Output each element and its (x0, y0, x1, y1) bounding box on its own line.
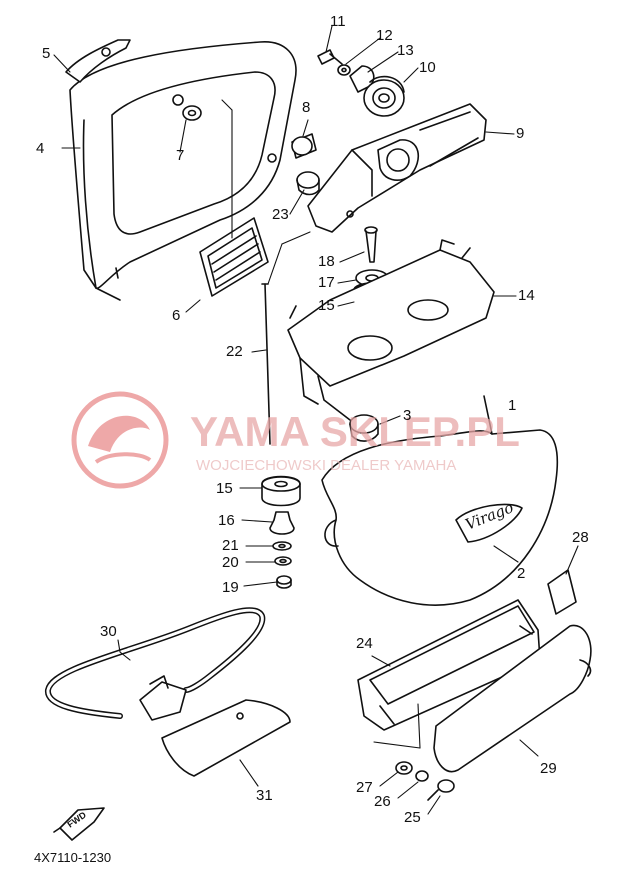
part-14-tray (287, 239, 495, 421)
part-9-bracket (307, 103, 487, 233)
part-6-plate (199, 217, 269, 297)
callout-7: 7 (176, 147, 184, 164)
part-7-grommet (182, 105, 202, 121)
callout-23: 23 (272, 206, 289, 223)
part-18-bolt (364, 226, 378, 263)
diagram-code: 4X7110-1230 (34, 850, 111, 865)
callout-9: 9 (516, 125, 524, 142)
callout-21: 21 (222, 537, 239, 554)
part-26-washer (415, 770, 429, 782)
part-12-washer (337, 64, 351, 76)
part-21-washer (272, 541, 292, 551)
part-1-right-cover (321, 395, 559, 606)
callout-5: 5 (42, 45, 50, 62)
part-10-grommet (363, 75, 405, 117)
callout-3: 3 (403, 407, 411, 424)
part-8-damper (291, 133, 317, 159)
part-23-collar (296, 171, 320, 196)
callout-22: 22 (226, 343, 243, 360)
callout-6: 6 (172, 307, 180, 324)
callout-numbers: 1 2 3 4 5 6 8 9 10 11 12 13 14 15 15 16 … (36, 13, 589, 826)
callout-24: 24 (356, 635, 373, 652)
part-24-tool-case (357, 599, 541, 731)
callout-15-upper: 15 (318, 297, 335, 314)
part-27-washer (395, 761, 413, 775)
callout-15-lower: 15 (216, 480, 233, 497)
part-2-emblem (455, 503, 523, 543)
part-3-grommet (349, 414, 379, 442)
callout-11: 11 (330, 13, 346, 30)
callout-19: 19 (222, 579, 239, 596)
callout-29: 29 (540, 760, 557, 777)
callout-2: 2 (517, 565, 525, 582)
callout-12: 12 (376, 27, 393, 44)
callout-20: 20 (222, 554, 239, 571)
watermark: YAMA SKLEP.PL WOJCIECHOWSKI DEALER YAMAH… (71, 391, 520, 489)
callout-17: 17 (318, 274, 335, 291)
callout-8: 8 (302, 99, 310, 116)
callout-10: 10 (419, 59, 436, 76)
callout-27: 27 (356, 779, 373, 796)
part-15-damper-lower (261, 475, 301, 507)
watermark-logo-icon (71, 391, 169, 489)
leader-lines (53, 25, 579, 815)
callout-18: 18 (318, 253, 335, 270)
part-31-plate (161, 699, 291, 777)
callout-16: 16 (218, 512, 235, 529)
callout-28: 28 (572, 529, 589, 546)
part-25-bolt (427, 779, 455, 801)
callout-31: 31 (256, 787, 273, 804)
watermark-title: YAMA SKLEP.PL (190, 408, 520, 455)
part-16-collar (269, 511, 295, 535)
part-5-clip (65, 39, 131, 83)
fwd-arrow-icon (53, 807, 105, 841)
part-22-rod (261, 283, 271, 445)
part-19-nut (276, 575, 292, 589)
callout-30: 30 (100, 623, 117, 640)
callout-25: 25 (404, 809, 421, 826)
callout-14: 14 (518, 287, 535, 304)
part-20-washer (274, 556, 292, 566)
watermark-subtitle: WOJCIECHOWSKI DEALER YAMAHA (196, 457, 456, 474)
part-28-plate (547, 569, 577, 615)
callout-26: 26 (374, 793, 391, 810)
part-30-cable (45, 607, 266, 721)
callout-4: 4 (36, 140, 44, 157)
part-29-cover (433, 624, 592, 773)
part-11-bolt (317, 49, 343, 65)
callout-1: 1 (508, 397, 516, 414)
callout-13: 13 (397, 42, 414, 59)
part-4-side-cover (69, 41, 297, 301)
